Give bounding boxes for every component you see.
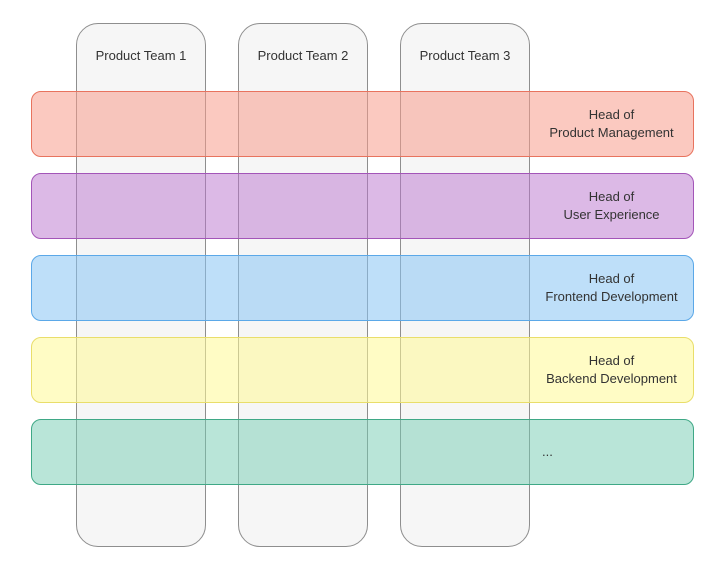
row-label-line1: Head of xyxy=(588,271,635,286)
row-label: Head of Backend Development xyxy=(530,338,693,402)
row-label-line2: Backend Development xyxy=(546,371,677,386)
column-title: Product Team 2 xyxy=(257,48,349,63)
row-label-line2: User Experience xyxy=(563,207,660,222)
column-title: Product Team 3 xyxy=(419,48,511,63)
row-label: Head of User Experience xyxy=(530,174,693,238)
row-label: Head of Product Management xyxy=(530,92,693,156)
row-label-line1: Head of xyxy=(588,353,635,368)
row-label-line2: Product Management xyxy=(549,125,674,140)
row-backend-development: Head of Backend Development xyxy=(31,337,694,403)
row-label: ... xyxy=(530,420,693,484)
row-label-line2: Frontend Development xyxy=(545,289,678,304)
row-label: Head of Frontend Development xyxy=(530,256,693,320)
row-product-management: Head of Product Management xyxy=(31,91,694,157)
row-label-ellipsis: ... xyxy=(542,444,553,459)
row-label-line1: Head of xyxy=(588,189,635,204)
column-title: Product Team 1 xyxy=(95,48,187,63)
row-user-experience: Head of User Experience xyxy=(31,173,694,239)
row-more: ... xyxy=(31,419,694,485)
row-label-line1: Head of xyxy=(588,107,635,122)
row-frontend-development: Head of Frontend Development xyxy=(31,255,694,321)
